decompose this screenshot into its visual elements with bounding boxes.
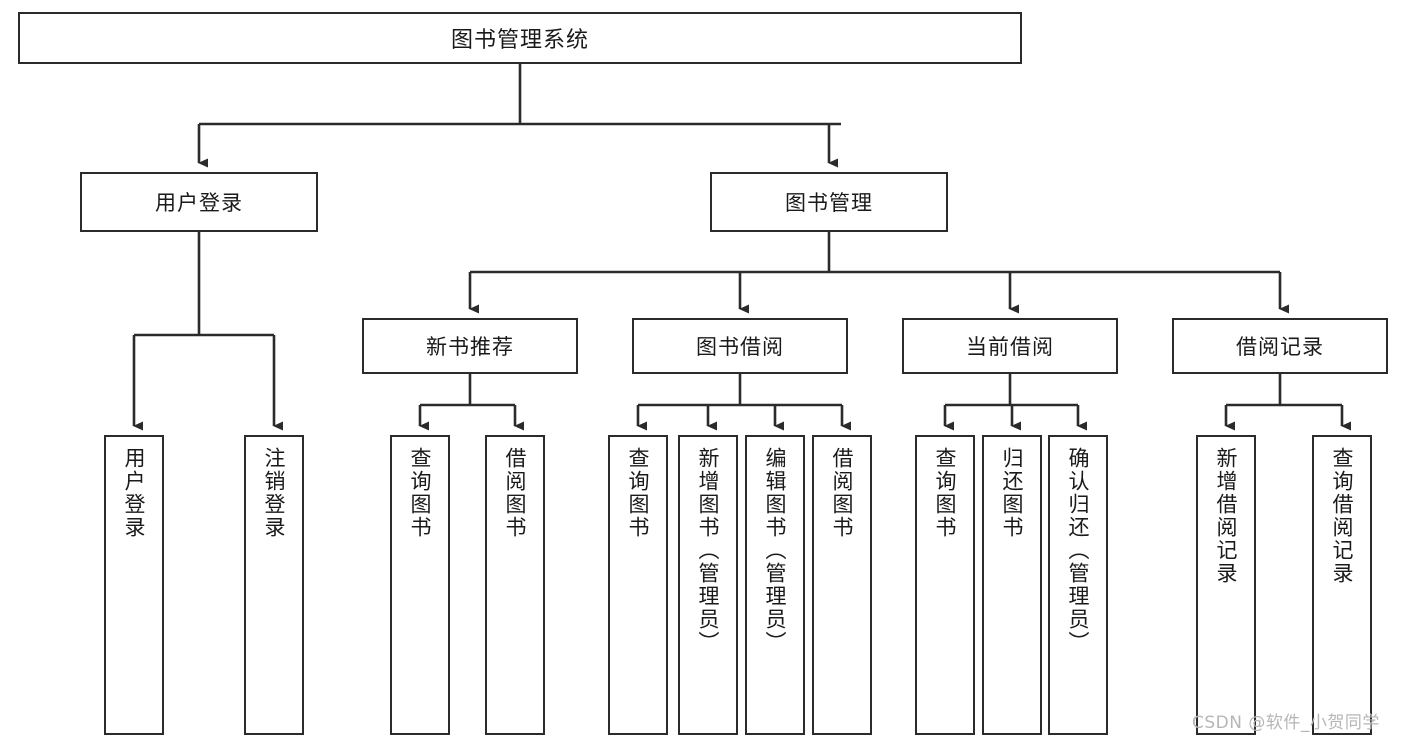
node-leaf-borrow-add-label: 新增图书（管理员） [696,447,721,654]
node-user-login[interactable]: 用户登录 [80,172,318,232]
node-leaf-cur-query[interactable]: 查询图书 [915,435,975,735]
node-leaf-user-login-label: 用户登录 [122,447,147,539]
node-leaf-rec-search[interactable]: 查询借阅记录 [1312,435,1372,735]
node-book-borrow-label: 图书借阅 [696,335,784,359]
node-leaf-borrow-query-label: 查询图书 [626,447,651,539]
node-root-label: 图书管理系统 [450,28,589,53]
node-current-borrow-label: 当前借阅 [966,335,1054,359]
node-leaf-rec-search-label: 查询借阅记录 [1330,447,1355,585]
node-leaf-user-login[interactable]: 用户登录 [104,435,164,735]
node-leaf-rec-query-label: 查询图书 [408,447,433,539]
node-book-manage-label: 图书管理 [785,191,873,215]
node-leaf-borrow-edit-label: 编辑图书（管理员） [763,447,788,654]
node-leaf-cur-query-label: 查询图书 [933,447,958,539]
node-root[interactable]: 图书管理系统 [18,12,1022,64]
node-leaf-cur-return-label: 归还图书 [1000,447,1025,539]
node-leaf-user-logout[interactable]: 注销登录 [244,435,304,735]
node-current-borrow[interactable]: 当前借阅 [902,318,1118,374]
node-leaf-borrow-query[interactable]: 查询图书 [608,435,668,735]
node-new-book-rec[interactable]: 新书推荐 [362,318,578,374]
node-user-login-label: 用户登录 [155,191,243,215]
node-leaf-user-logout-label: 注销登录 [262,447,287,539]
node-leaf-rec-add-label: 新增借阅记录 [1214,447,1239,585]
node-leaf-cur-return[interactable]: 归还图书 [982,435,1042,735]
node-borrow-record-label: 借阅记录 [1236,335,1324,359]
node-book-borrow[interactable]: 图书借阅 [632,318,848,374]
node-leaf-cur-confirm-label: 确认归还（管理员） [1066,447,1091,654]
node-leaf-borrow-lend[interactable]: 借阅图书 [812,435,872,735]
csdn-watermark: CSDN @软件_小贺同学 [1192,713,1380,733]
node-borrow-record[interactable]: 借阅记录 [1172,318,1388,374]
node-leaf-rec-add[interactable]: 新增借阅记录 [1196,435,1256,735]
node-leaf-rec-query[interactable]: 查询图书 [390,435,450,735]
node-leaf-rec-borrow[interactable]: 借阅图书 [485,435,545,735]
node-new-book-rec-label: 新书推荐 [426,335,514,359]
node-leaf-borrow-lend-label: 借阅图书 [830,447,855,539]
node-leaf-rec-borrow-label: 借阅图书 [503,447,528,539]
node-leaf-cur-confirm[interactable]: 确认归还（管理员） [1048,435,1108,735]
node-book-manage[interactable]: 图书管理 [710,172,948,232]
node-leaf-borrow-edit[interactable]: 编辑图书（管理员） [745,435,805,735]
node-leaf-borrow-add[interactable]: 新增图书（管理员） [678,435,738,735]
